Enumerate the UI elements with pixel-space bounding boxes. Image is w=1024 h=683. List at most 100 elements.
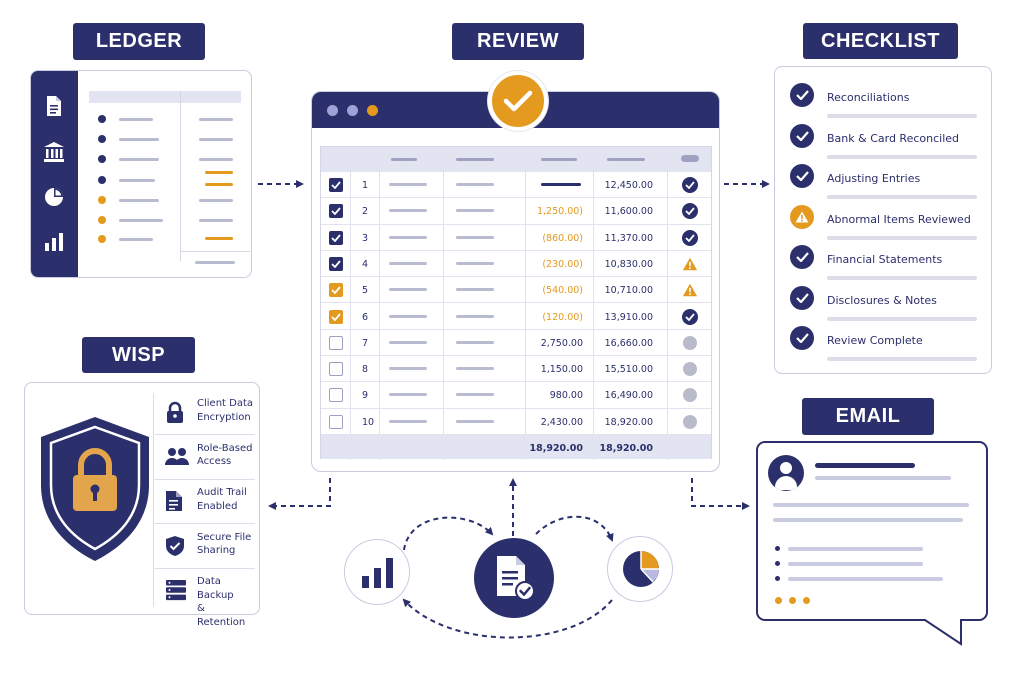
ledger-amount-line — [205, 237, 233, 240]
row-placeholder-line — [456, 183, 494, 186]
checklist-item-label: Abnormal Items Reviewed — [827, 212, 971, 226]
row-number: 9 — [362, 390, 369, 402]
bar-chart-icon[interactable] — [344, 539, 410, 605]
ledger-footer-line — [195, 261, 235, 264]
window-dot-2[interactable] — [347, 105, 358, 116]
row-checkbox[interactable] — [329, 256, 343, 271]
row-checkbox[interactable] — [329, 414, 343, 429]
col-divider — [350, 147, 351, 460]
email-subject-line — [815, 463, 915, 468]
checklist-item[interactable]: Abnormal Items Reviewed — [775, 203, 995, 243]
user-avatar-icon[interactable] — [768, 455, 804, 491]
ledger-row-line — [119, 199, 159, 202]
ledger-row-line — [119, 158, 159, 161]
row-checkbox[interactable] — [329, 230, 343, 245]
server-icon — [165, 579, 187, 601]
ledger-row-dot — [98, 155, 106, 163]
wisp-item-label: Data Backup& Retention — [197, 575, 255, 629]
table-row[interactable]: 3(860.00)11,370.00 — [321, 225, 711, 251]
header-line — [607, 158, 645, 161]
row-checkbox[interactable] — [329, 362, 343, 377]
email-tag: EMAIL — [802, 398, 934, 435]
pending-dot-icon — [683, 335, 697, 350]
checklist-item-label: Financial Statements — [827, 253, 943, 266]
wisp-item-line2: Sharing — [197, 545, 236, 556]
users-icon — [165, 446, 189, 468]
row-checkbox[interactable] — [329, 335, 343, 350]
row-placeholder-line — [456, 261, 494, 265]
row-balance: 15,510.00 — [604, 364, 653, 376]
window-dot-1[interactable] — [327, 105, 338, 116]
row-placeholder-line — [456, 367, 494, 371]
check-circle-icon — [790, 245, 814, 269]
row-checkbox[interactable] — [329, 204, 343, 219]
checklist-item[interactable]: Disclosures & Notes — [775, 284, 995, 324]
checklist-item[interactable]: Bank & Card Reconciled — [775, 122, 995, 162]
shield-lock-icon — [41, 417, 149, 561]
document-icon[interactable] — [45, 95, 63, 117]
row-amount: 980.00 — [549, 390, 583, 402]
row-number: 7 — [362, 337, 369, 349]
table-row[interactable]: 9 980.00 16,490.00 — [321, 382, 711, 409]
row-checkbox[interactable] — [329, 283, 343, 298]
wisp-item-line2: Encryption — [197, 411, 251, 423]
shield-check-icon — [165, 535, 187, 557]
window-dot-3[interactable] — [367, 105, 378, 116]
row-number: 5 — [362, 285, 369, 297]
col-divider — [667, 147, 668, 460]
checklist-item-underline — [827, 276, 977, 280]
ledger-row-line — [119, 219, 163, 222]
checklist-item[interactable]: Review Complete — [775, 324, 995, 364]
check-circle-icon — [682, 308, 698, 325]
wisp-item-line1: Client Data — [197, 398, 254, 409]
row-placeholder-line — [389, 419, 427, 423]
wisp-tag: WISP — [82, 337, 195, 373]
warning-icon — [682, 282, 698, 298]
ledger-row-dot — [98, 196, 106, 204]
row-checkbox[interactable] — [329, 309, 343, 324]
table-row[interactable]: 4(230.00)10,830.00 — [321, 251, 711, 278]
ledger-column-divider — [180, 91, 181, 261]
table-row[interactable]: 6(120.00)13,910.00 — [321, 304, 711, 330]
total-debit: 18,920.00 — [529, 443, 584, 454]
email-bullet-line — [788, 577, 943, 581]
row-balance: 16,490.00 — [604, 390, 653, 402]
pie-chart-icon[interactable] — [607, 536, 673, 602]
bank-icon[interactable] — [43, 141, 65, 163]
checklist-item-label: Review Complete — [827, 334, 923, 347]
row-amount: (230.00) — [542, 258, 583, 270]
ledger-amount-line — [199, 219, 233, 222]
checklist-item[interactable]: Reconciliations — [775, 81, 995, 121]
row-placeholder-line — [389, 288, 427, 292]
row-checkbox[interactable] — [329, 178, 343, 192]
row-checkbox[interactable] — [329, 388, 343, 403]
wisp-item[interactable]: Data Backup& Retention — [155, 569, 255, 628]
col-divider — [379, 147, 380, 460]
pie-chart-icon[interactable] — [44, 187, 64, 207]
checklist-item[interactable]: Financial Statements — [775, 243, 995, 283]
header-line — [391, 158, 417, 161]
check-circle-icon — [790, 164, 814, 188]
wisp-divider — [153, 393, 154, 607]
col-divider — [525, 147, 526, 460]
row-balance: 10,710.00 — [604, 285, 653, 297]
checklist-item[interactable]: Adjusting Entries — [775, 162, 995, 202]
row-placeholder-line — [389, 261, 427, 265]
bar-chart-icon[interactable] — [44, 231, 64, 251]
row-amount: (540.00) — [542, 285, 583, 297]
document-check-icon[interactable] — [474, 538, 554, 618]
table-row[interactable]: 5 (540.00) 10,710.00 — [321, 277, 711, 304]
ledger-amount-line — [199, 138, 233, 141]
